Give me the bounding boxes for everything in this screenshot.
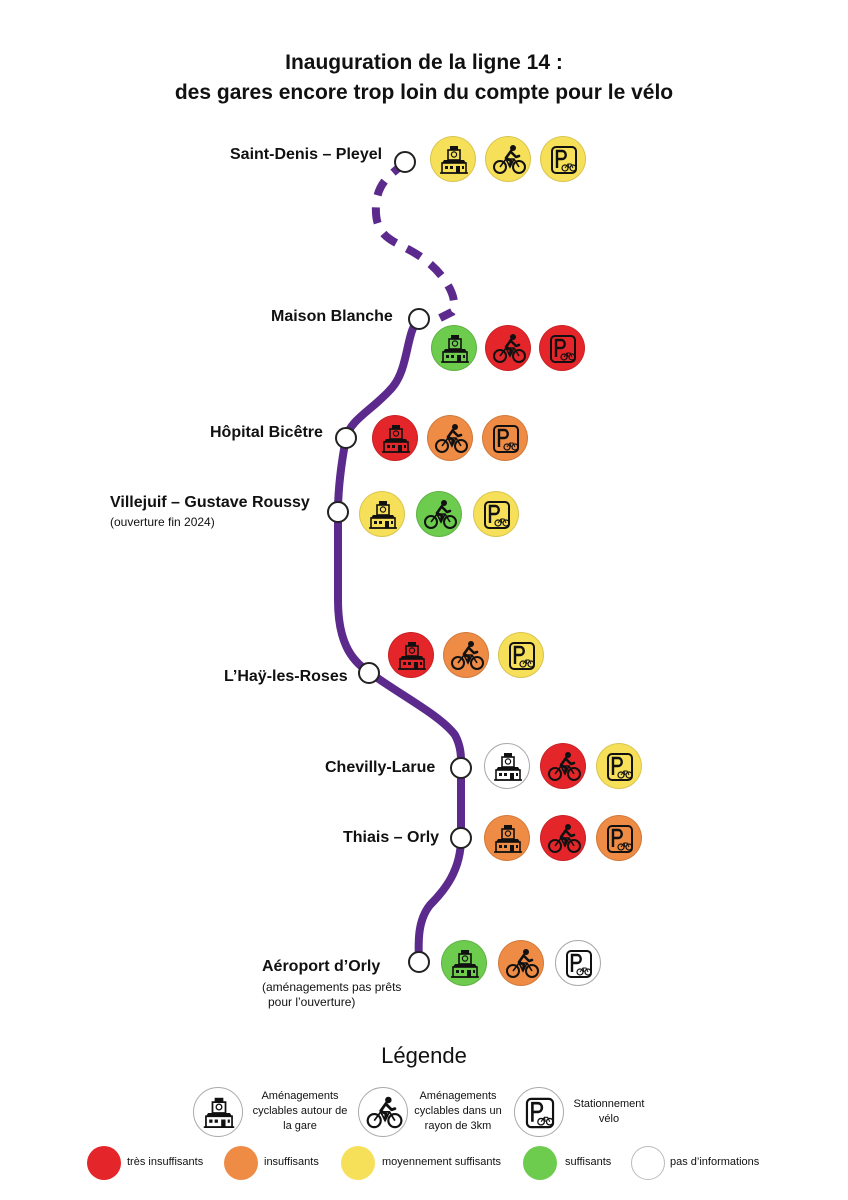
cyclist-icon-rating-0 — [485, 136, 531, 182]
map-title-line-2: des gares encore trop loin du compte pou… — [174, 81, 674, 104]
legend-swatch-tres-insuffisants — [87, 1146, 121, 1180]
legend-station-building-icon — [193, 1087, 243, 1137]
legend-item-station-line2: cyclables autour de — [252, 1105, 348, 1117]
cyclist-icon-rating-5 — [540, 743, 586, 789]
cyclist-icon-rating-2 — [427, 415, 473, 461]
legend-item-parking-text: Stationnement vélo — [562, 1097, 656, 1127]
station-label-hopital-bicetre[interactable]: Hôpital Bicêtre — [210, 424, 323, 441]
station-dot-saint-denis-pleyel[interactable] — [394, 151, 416, 173]
legend-item-radius-line1: Aménagements — [419, 1090, 497, 1102]
station-building-icon-rating-0 — [430, 136, 476, 182]
station-note-aeroport-orly-2: pour l’ouverture) — [268, 995, 356, 1009]
bike-parking-icon-rating-0 — [540, 136, 586, 182]
station-label-saint-denis-pleyel[interactable]: Saint-Denis – Pleyel — [230, 146, 383, 163]
station-dot-villejuif[interactable] — [327, 501, 349, 523]
line-14-dashed-section — [371, 159, 459, 322]
legend-label-suffisants: suffisants — [565, 1156, 612, 1168]
map-title-line-1: Inauguration de la ligne 14 : — [285, 51, 563, 74]
station-dot-thiais-orly[interactable] — [450, 827, 472, 849]
station-building-icon-rating-7 — [441, 940, 487, 986]
station-label-chevilly-larue[interactable]: Chevilly-Larue — [325, 759, 436, 776]
cyclist-icon-rating-7 — [498, 940, 544, 986]
legend-swatch-moyennement-suffisants — [341, 1146, 375, 1180]
legend-item-radius-text: Aménagements cyclables dans un rayon de … — [408, 1089, 508, 1134]
station-label-villejuif[interactable]: Villejuif – Gustave Roussy — [110, 494, 310, 511]
station-dot-aeroport-orly[interactable] — [408, 951, 430, 973]
legend-bike-parking-icon — [514, 1087, 564, 1137]
station-dot-maison-blanche[interactable] — [408, 308, 430, 330]
legend-swatch-pas-d-informations — [631, 1146, 665, 1180]
bike-parking-icon-rating-3 — [473, 491, 519, 537]
cyclist-icon-rating-1 — [485, 325, 531, 371]
station-building-icon-rating-4 — [388, 632, 434, 678]
station-dot-chevilly-larue[interactable] — [450, 757, 472, 779]
legend-cyclist-icon — [358, 1087, 408, 1137]
station-note-villejuif: (ouverture fin 2024) — [110, 515, 215, 529]
station-dot-hopital-bicetre[interactable] — [335, 427, 357, 449]
cyclist-icon-rating-4 — [443, 632, 489, 678]
legend-item-parking-line1: Stationnement — [573, 1098, 645, 1110]
legend-item-station-line3: la gare — [283, 1120, 317, 1132]
legend-label-insuffisants: insuffisants — [264, 1156, 319, 1168]
legend-item-station-line1: Aménagements — [261, 1090, 339, 1102]
station-building-icon-rating-5 — [484, 743, 530, 789]
cyclist-icon-rating-6 — [540, 815, 586, 861]
bike-parking-icon-rating-6 — [596, 815, 642, 861]
legend-swatch-suffisants — [523, 1146, 557, 1180]
legend-item-parking-line2: vélo — [598, 1113, 620, 1125]
legend-item-radius-line2: cyclables dans un — [414, 1105, 502, 1117]
station-label-maison-blanche[interactable]: Maison Blanche — [271, 308, 393, 325]
legend-item-radius-line3: rayon de 3km — [424, 1120, 492, 1132]
bike-parking-icon-rating-2 — [482, 415, 528, 461]
station-label-lhay-les-roses[interactable]: L’Haÿ-les-Roses — [224, 668, 348, 685]
bike-parking-icon-rating-4 — [498, 632, 544, 678]
legend-title: Légende — [381, 1043, 467, 1068]
legend-label-pas-d-informations: pas d’informations — [670, 1156, 760, 1168]
station-building-icon-rating-6 — [484, 815, 530, 861]
station-building-icon-rating-2 — [372, 415, 418, 461]
bike-parking-icon-rating-1 — [539, 325, 585, 371]
metro-line-map — [327, 151, 472, 973]
bike-parking-icon-rating-5 — [596, 743, 642, 789]
station-building-icon-rating-3 — [359, 491, 405, 537]
station-label-aeroport-orly[interactable]: Aéroport d’Orly — [262, 958, 381, 975]
legend-item-station-text: Aménagements cyclables autour de la gare — [246, 1089, 354, 1134]
station-dot-lhay-les-roses[interactable] — [358, 662, 380, 684]
station-label-thiais-orly[interactable]: Thiais – Orly — [343, 829, 440, 846]
station-note-aeroport-orly-1: (aménagements pas prêts — [262, 980, 402, 994]
legend-label-moyennement-suffisants: moyennement suffisants — [382, 1156, 502, 1168]
legend-label-tres-insuffisants: très insuffisants — [127, 1156, 204, 1168]
cyclist-icon-rating-3 — [416, 491, 462, 537]
legend-swatch-insuffisants — [224, 1146, 258, 1180]
bike-parking-icon-rating-7 — [555, 940, 601, 986]
station-building-icon-rating-1 — [431, 325, 477, 371]
